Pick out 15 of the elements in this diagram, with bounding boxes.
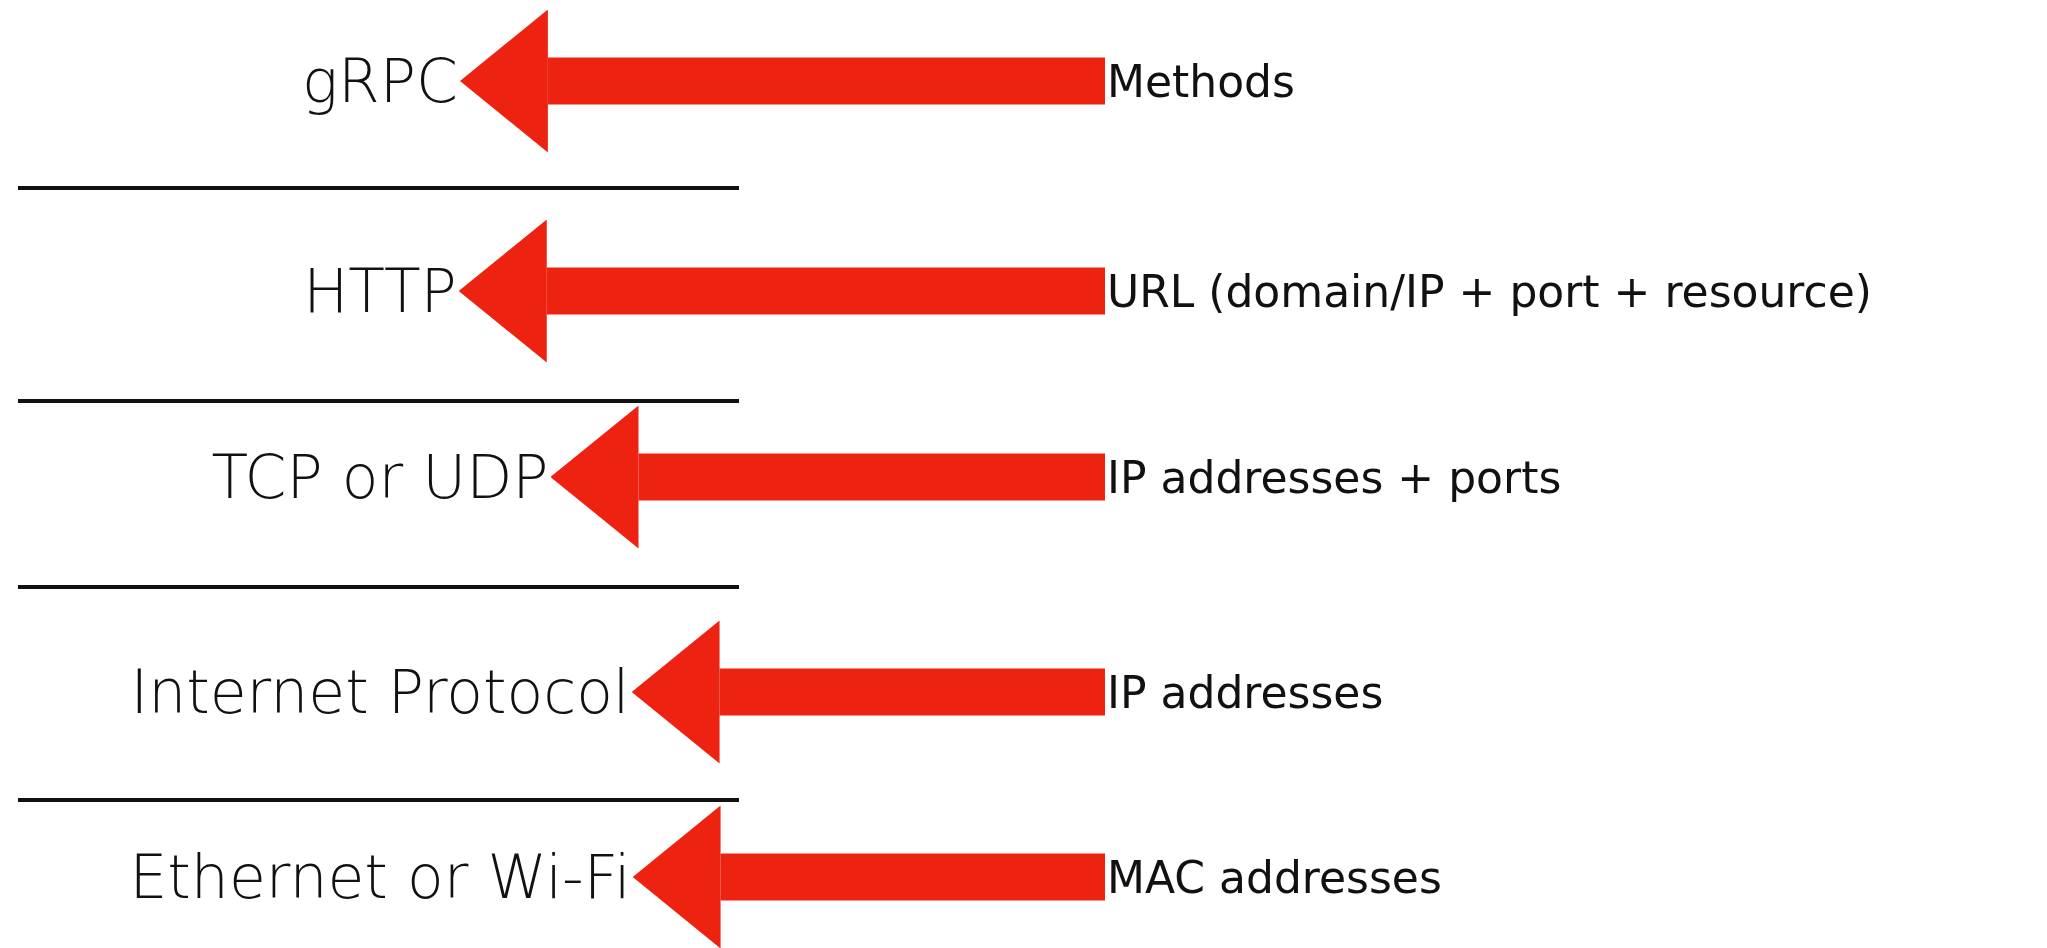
layer-name: TCP or UDP	[211, 442, 549, 512]
block-arrow	[632, 805, 1105, 948]
block-arrow	[459, 9, 1105, 153]
layer-name: HTTP	[303, 256, 457, 326]
address-label: URL (domain/IP + port + resource)	[1107, 265, 1872, 317]
address-label: MAC addresses	[1107, 851, 1442, 903]
address-label: IP addresses	[1107, 666, 1384, 718]
layer-name: gRPC	[302, 46, 458, 116]
address-label: Methods	[1107, 55, 1295, 107]
layer-name: Ethernet or Wi-Fi	[129, 842, 631, 912]
block-arrow	[631, 620, 1105, 764]
layer-name: Internet Protocol	[130, 657, 630, 727]
block-arrow	[458, 219, 1105, 363]
address-label: IP addresses + ports	[1107, 451, 1562, 503]
block-arrow	[550, 405, 1105, 549]
